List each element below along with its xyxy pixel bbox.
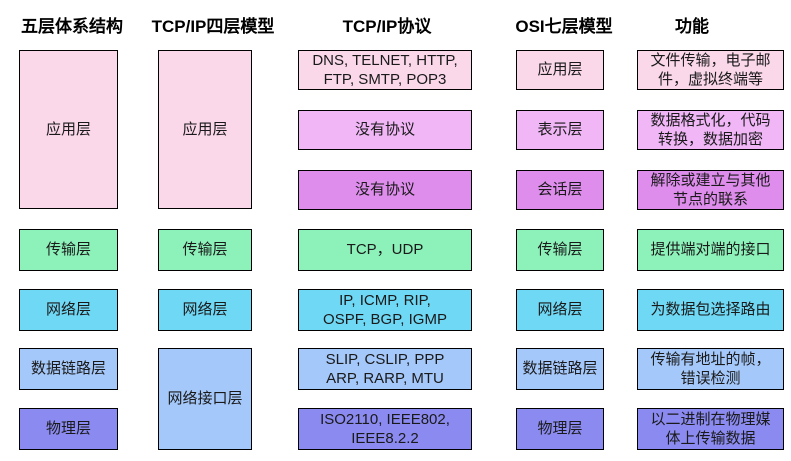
tcpip-network-box: 网络层 [158,289,252,331]
protocols-network-box: IP, ICMP, RIP, OSPF, BGP, IGMP [298,289,472,331]
osi-application-box: 应用层 [516,50,604,90]
protocols-presentation-box: 没有协议 [298,110,472,150]
function-datalink-box: 传输有地址的帧， 错误检测 [637,348,784,390]
function-session-box: 解除或建立与其他 节点的联系 [637,170,784,210]
function-physical-box: 以二进制在物理媒 体上传输数据 [637,408,784,450]
tcpip-interface-box: 网络接口层 [158,348,252,450]
protocols-session-box: 没有协议 [298,170,472,210]
tcpip-application-box: 应用层 [158,50,252,209]
five-layer-transport-box: 传输层 [19,229,118,271]
osi-session-box: 会话层 [516,170,604,210]
osi-transport-box: 传输层 [516,229,604,271]
function-application-box: 文件传输，电子邮 件，虚拟终端等 [637,50,784,90]
five-layer-application-box: 应用层 [19,50,118,209]
five-layer-network-box: 网络层 [19,289,118,331]
column-header-osi-seven-layer: OSI七层模型 [515,17,613,36]
protocols-application-box: DNS, TELNET, HTTP, FTP, SMTP, POP3 [298,50,472,90]
osi-physical-box: 物理层 [516,408,604,450]
function-presentation-box: 数据格式化，代码 转换，数据加密 [637,110,784,150]
column-header-tcpip-four-layer: TCP/IP四层模型 [151,17,275,36]
tcpip-transport-box: 传输层 [158,229,252,271]
protocols-datalink-box: SLIP, CSLIP, PPP ARP, RARP, MTU [298,348,472,390]
five-layer-datalink-box: 数据链路层 [19,348,118,390]
column-header-five-layer-model: 五层体系结构 [21,17,123,36]
five-layer-physical-box: 物理层 [19,408,118,450]
protocols-transport-box: TCP，UDP [298,229,472,271]
osi-datalink-box: 数据链路层 [516,348,604,390]
column-header-functions: 功能 [675,17,709,36]
osi-presentation-box: 表示层 [516,110,604,150]
function-transport-box: 提供端对端的接口 [637,229,784,271]
function-network-box: 为数据包选择路由 [637,289,784,331]
osi-network-box: 网络层 [516,289,604,331]
column-header-tcpip-protocols: TCP/IP协议 [342,17,432,36]
protocols-physical-box: ISO2110, IEEE802, IEEE8.2.2 [298,408,472,450]
